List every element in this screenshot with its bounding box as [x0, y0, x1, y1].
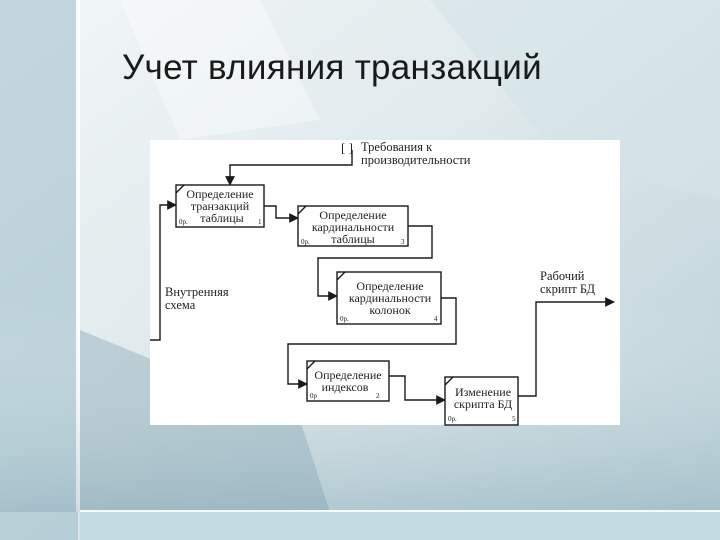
- activity-box-5-frame: [444, 376, 519, 426]
- activity-box-4-line1: Определение: [356, 279, 423, 293]
- activity-box-3-number: 3: [401, 238, 405, 246]
- arrow-box1-to-box3: [264, 205, 299, 223]
- activity-box-3: Определение кардинальности таблицы 0р. 3: [297, 205, 409, 247]
- activity-box-5-corner-mark: [444, 376, 454, 386]
- activity-box-4: Определение кардинальности колонок 0р. 4: [336, 271, 442, 325]
- control-label-line1: Требования к: [361, 140, 433, 154]
- activity-box-5-corner-label: 0р.: [448, 415, 457, 423]
- activity-box-2: Определение индексов 0р 2: [306, 360, 390, 402]
- bottom-white-line: [80, 510, 720, 512]
- arrow-box3-to-box4: [317, 225, 433, 301]
- activity-box-4-line3: колонок: [369, 303, 410, 317]
- activity-box-2-frame: [306, 360, 390, 402]
- activity-box-5-number: 5: [512, 415, 516, 423]
- slide-title: Учет влияния транзакций: [122, 48, 542, 87]
- output-label-line2: скрипт БД: [540, 282, 596, 296]
- control-arrow-line: [225, 150, 353, 186]
- activity-box-1-line3: таблицы: [200, 211, 243, 225]
- activity-box-3-line2: кардинальности: [312, 220, 395, 234]
- control-bracket: [ ]: [341, 140, 353, 155]
- control-label-line2: производительности: [361, 153, 471, 167]
- control-arrow: [225, 150, 353, 186]
- activity-box-3-line3: таблицы: [331, 232, 374, 246]
- activity-box-3-line1: Определение: [319, 208, 386, 222]
- activity-box-1-line1: Определение: [186, 187, 253, 201]
- arrow-box2-to-box5: [389, 375, 446, 405]
- bottom-strip: [80, 512, 720, 540]
- activity-box-5-line2: скрипта БД: [454, 397, 512, 411]
- activity-box-3-frame: [297, 205, 409, 247]
- activity-box-4-corner-label: 0р.: [340, 315, 349, 323]
- activity-box-4-number: 4: [434, 315, 438, 323]
- activity-box-2-corner-label: 0р: [310, 392, 318, 400]
- input-arrow: [150, 200, 177, 341]
- activity-box-1: Определение транзакций таблицы 0р. 1: [175, 184, 265, 228]
- output-label-line1: Рабочий: [540, 269, 585, 283]
- activity-box-2-line1: Определение: [314, 368, 381, 382]
- left-white-strip: [76, 0, 80, 512]
- activity-box-1-frame: [175, 184, 265, 228]
- arrow-box4-to-box2: [287, 297, 457, 389]
- activity-box-5: Изменение скрипта БД 0р. 5: [444, 376, 519, 426]
- activity-box-1-line2: транзакций: [191, 199, 250, 213]
- background-shape-top: [120, 0, 320, 140]
- activity-box-2-corner-mark: [306, 360, 316, 370]
- output-arrow-line: [518, 297, 615, 397]
- input-arrow-line: [150, 200, 177, 341]
- activity-box-2-number: 2: [376, 392, 380, 400]
- activity-box-1-number: 1: [258, 218, 262, 226]
- activity-box-2-line2: индексов: [322, 380, 369, 394]
- activity-box-1-corner-label: 0р.: [179, 218, 188, 226]
- activity-box-3-corner-label: 0р.: [301, 238, 310, 246]
- input-label-line2: схема: [165, 298, 196, 312]
- input-label-line1: Внутренняя: [165, 285, 229, 299]
- activity-box-5-line1: Изменение: [455, 385, 511, 399]
- activity-box-4-line2: кардинальности: [349, 291, 432, 305]
- activity-box-4-corner-mark: [336, 271, 346, 281]
- activity-box-3-corner-mark: [297, 205, 307, 215]
- activity-box-1-corner-mark: [175, 184, 185, 194]
- background-shape-right: [430, 0, 720, 200]
